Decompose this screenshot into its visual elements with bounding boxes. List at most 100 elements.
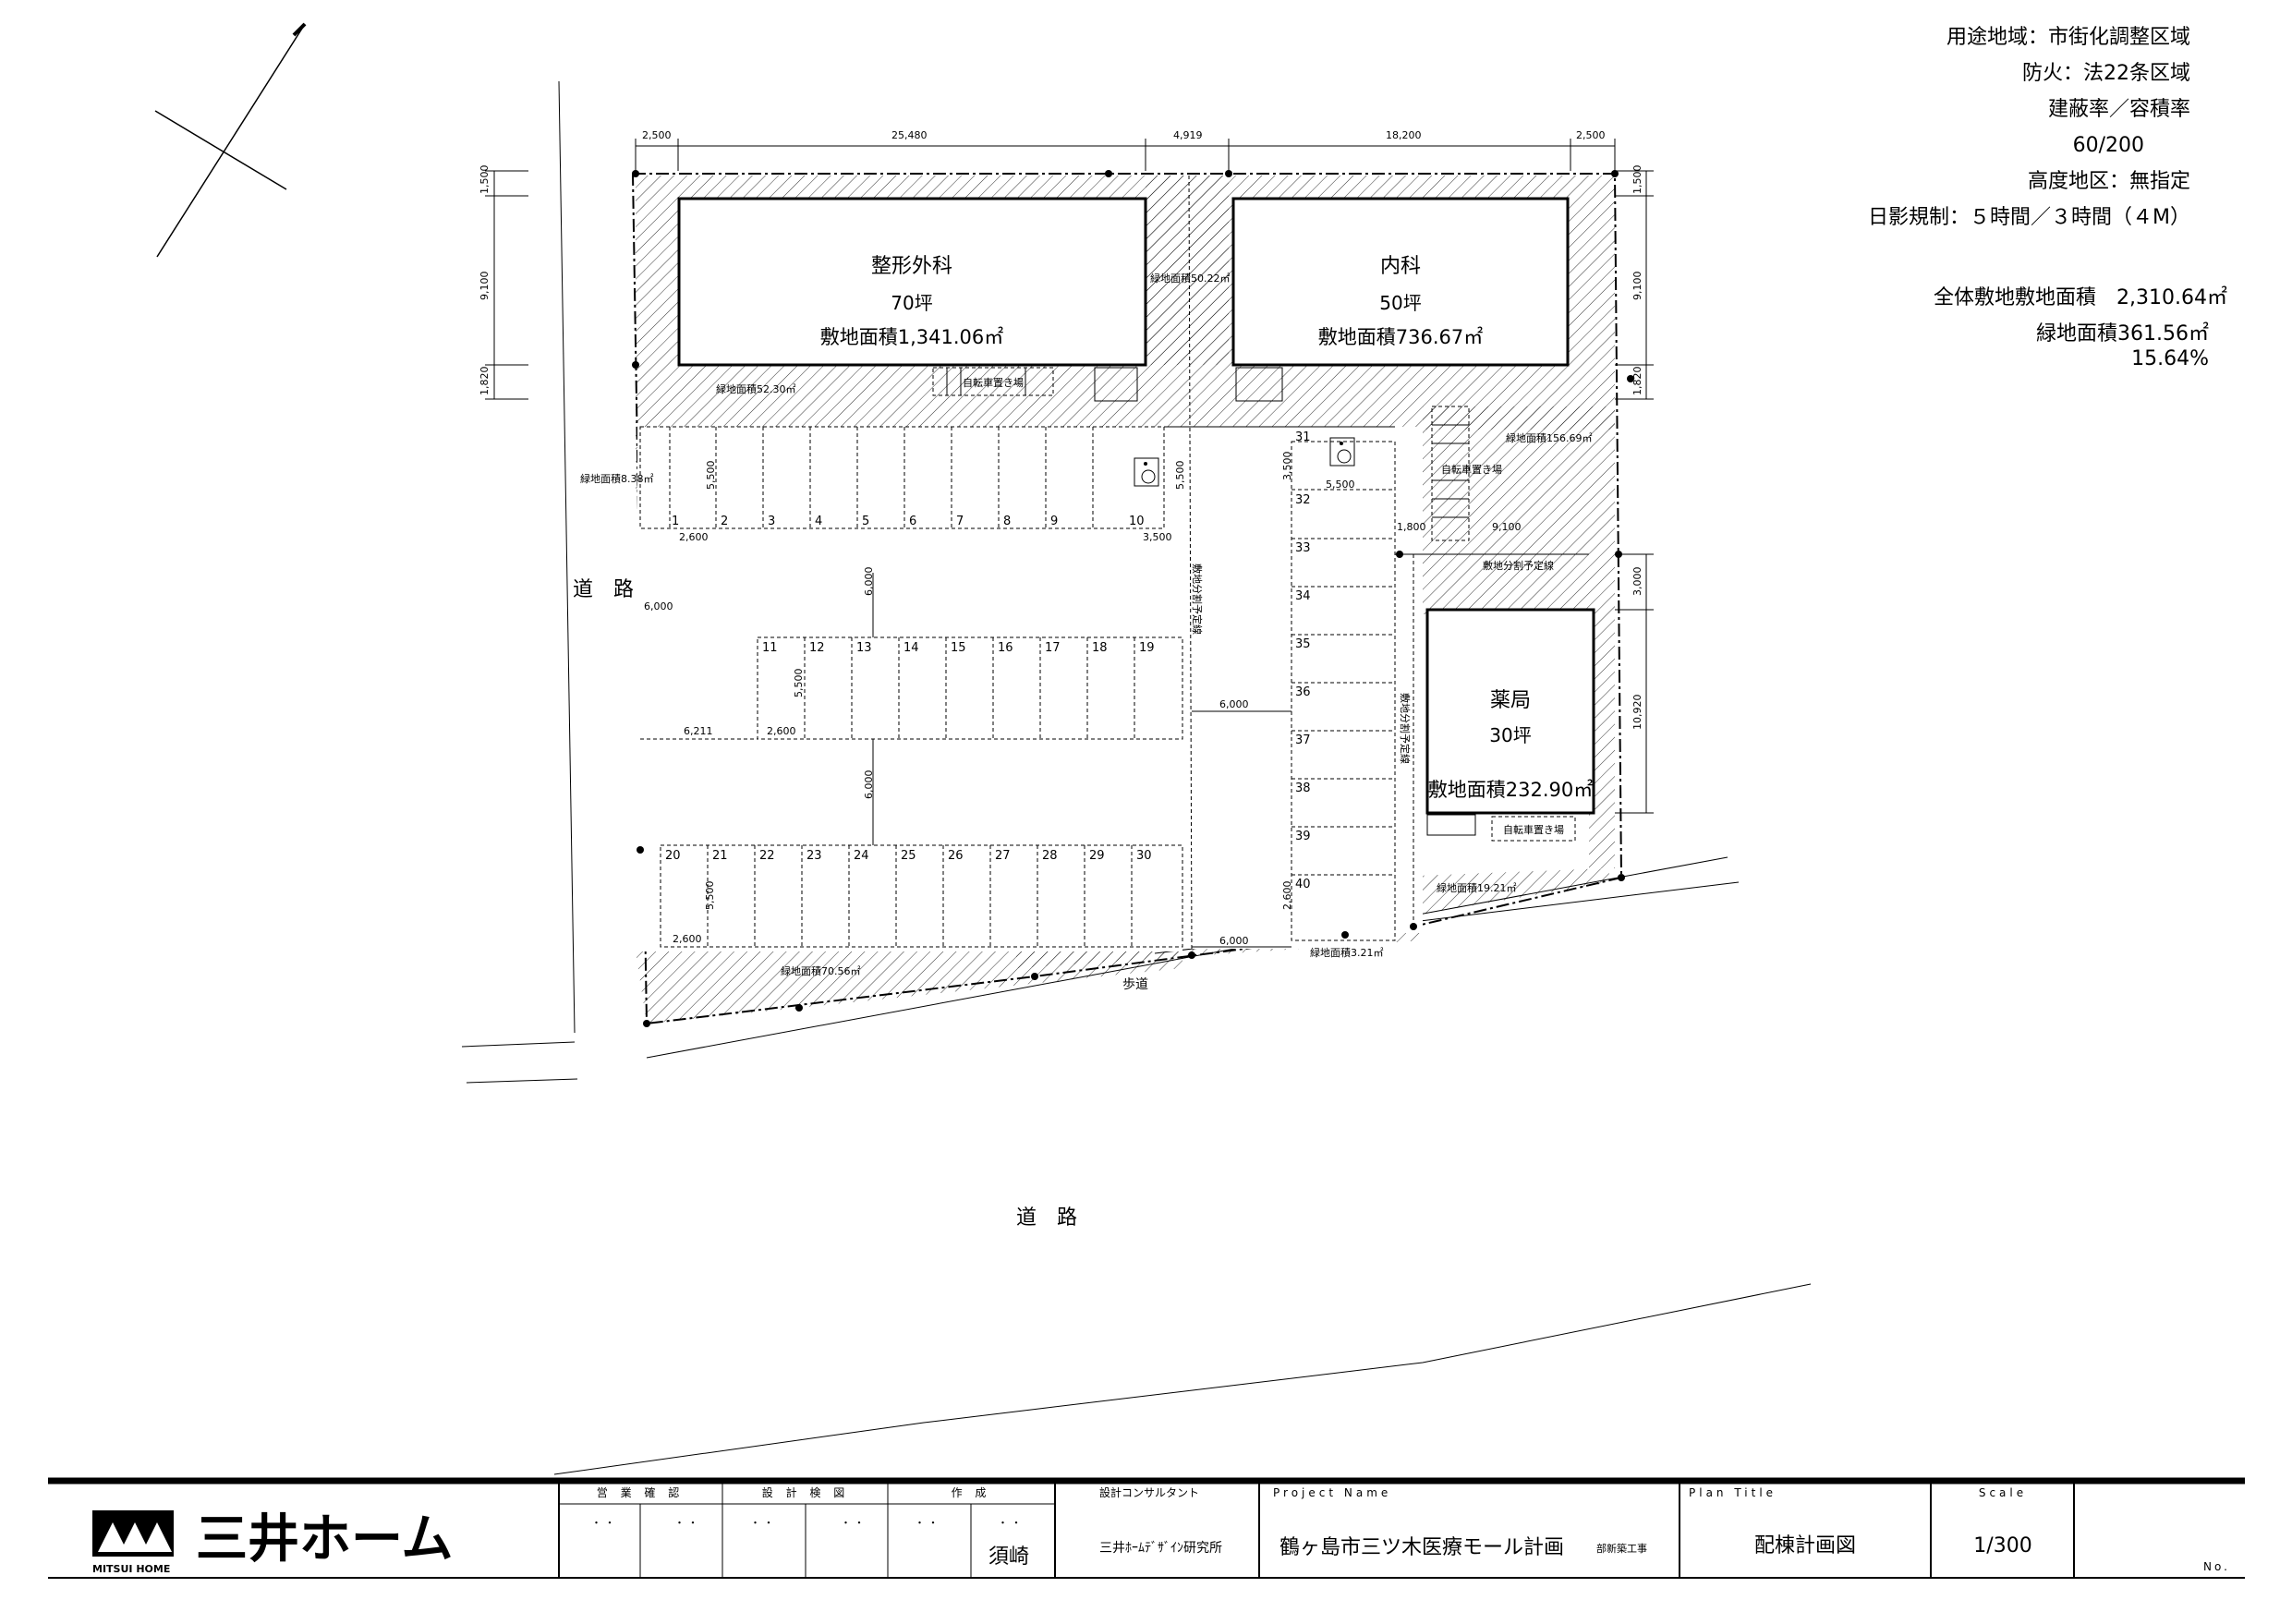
parking-no-3: 3 — [768, 515, 775, 528]
parking-no-5: 5 — [862, 515, 869, 528]
title-block — [48, 1477, 2245, 1579]
plot-line-label-2: 敷地分割予定線 — [1483, 559, 1554, 572]
dim-inner-19: 6,000 — [644, 600, 673, 612]
regulation-info: 用途地域：市街化調整区域 防火：法22条区域 建蔽率／容積率 60/200 高度… — [1710, 26, 2227, 385]
consult-label: 設計コンサルタント — [1099, 1485, 1199, 1499]
green-label-2: 緑地面積50.22㎡ — [1150, 272, 1231, 285]
parking-no-27: 27 — [995, 849, 1011, 863]
dim-inner-3: 2,600 — [679, 531, 709, 543]
dim-inner-9: 2,600 — [767, 725, 796, 737]
stamp-dot: ・ ・ — [915, 1517, 939, 1529]
dim-inner-6: 6,000 — [863, 770, 875, 800]
parking-no-32: 32 — [1295, 493, 1311, 507]
parking-no-36: 36 — [1295, 685, 1311, 699]
green-area: 緑地面積361.56㎡ — [2036, 322, 2209, 345]
dim-left-1: 1,500 — [479, 165, 491, 195]
dim-inner-10: 6,000 — [1219, 698, 1249, 710]
project-sub: 部新築工事 — [1596, 1542, 1647, 1555]
dim-left-3: 1,820 — [479, 367, 491, 396]
dim-inner-4: 3,500 — [1143, 531, 1172, 543]
plot-division-line-1 — [1188, 175, 1193, 952]
parking-no-24: 24 — [854, 849, 869, 863]
dim-right-3: 1,820 — [1631, 367, 1643, 396]
parking-no-17: 17 — [1045, 641, 1061, 655]
stamp-dot: ・ ・ — [750, 1517, 774, 1529]
coverage-value: 60/200 — [2072, 134, 2144, 157]
author-name: 須崎 — [988, 1545, 1029, 1569]
stamp-dot: ・ ・ — [674, 1517, 698, 1529]
parking-no-34: 34 — [1295, 589, 1311, 603]
building-naika — [1231, 197, 1570, 367]
south-road-label: 道 路 — [1016, 1206, 1077, 1230]
parking-no-9: 9 — [1050, 515, 1058, 528]
dim-inner-13: 6,000 — [1219, 935, 1249, 947]
parking-no-16: 16 — [998, 641, 1013, 655]
dim-top-4: 18,200 — [1386, 129, 1422, 141]
green-label-4: 緑地面積8.38㎡ — [580, 472, 654, 485]
naika-size: 50坪 — [1379, 292, 1421, 314]
parking-no-12: 12 — [809, 641, 825, 655]
stamp-dot: ・ ・ — [841, 1517, 865, 1529]
parking-no-19: 19 — [1139, 641, 1155, 655]
dim-right-2: 9,100 — [1631, 272, 1643, 301]
header-sekkei: 設 計 検 図 — [762, 1485, 849, 1499]
parking-no-1: 1 — [672, 515, 679, 528]
parking-no-10: 10 — [1129, 515, 1145, 528]
parking-no-37: 37 — [1295, 733, 1311, 747]
dim-inner-16: 1,800 — [1397, 521, 1426, 533]
header-sakusei: 作 成 — [952, 1486, 991, 1499]
dim-top-1: 2,500 — [642, 129, 672, 141]
naika-area: 敷地面積736.67㎡ — [1318, 326, 1483, 348]
total-site-area: 全体敷地敷地面積 2,310.64㎡ — [1934, 286, 2227, 309]
seikei-size: 70坪 — [891, 292, 932, 314]
green-label-7: 緑地面積19.21㎡ — [1437, 881, 1517, 894]
parking-no-22: 22 — [759, 849, 775, 863]
plan-label: Plan Title — [1689, 1486, 1777, 1499]
yakkyoku-area: 敷地面積232.90㎡ — [1428, 779, 1593, 801]
parking-no-30: 30 — [1136, 849, 1152, 863]
drawing-no-label: No. — [2203, 1560, 2230, 1573]
west-road-label: 道 路 — [573, 578, 634, 601]
dim-top-5: 2,500 — [1576, 129, 1606, 141]
parking-no-21: 21 — [712, 849, 728, 863]
parking-no-18: 18 — [1092, 641, 1108, 655]
parking-no-40: 40 — [1295, 878, 1311, 891]
plot-line-label-1: 敷地分割予定線 — [1191, 564, 1204, 635]
header-eigyou: 営 業 確 認 — [597, 1485, 684, 1499]
parking-no-2: 2 — [721, 515, 728, 528]
dim-right-1: 1,500 — [1631, 165, 1643, 195]
seikei-name: 整形外科 — [871, 255, 952, 278]
height-zone: 高度地区：無指定 — [2027, 170, 2190, 193]
parking-no-14: 14 — [903, 641, 919, 655]
project-label: Project Name — [1273, 1486, 1391, 1499]
parking-no-11: 11 — [762, 641, 778, 655]
plot-line-label-3: 敷地分割予定線 — [1399, 693, 1412, 764]
dim-inner-12: 2,600 — [673, 933, 702, 945]
parking-no-13: 13 — [856, 641, 872, 655]
parking-no-39: 39 — [1295, 830, 1311, 843]
bike-label-2: 自転車置き場 — [1441, 463, 1502, 476]
building-seikei — [677, 197, 1147, 367]
dim-inner-18: 2,600 — [1281, 881, 1293, 911]
fire-zone: 防火：法22条区域 — [2022, 62, 2190, 85]
boundary-vertex-dots — [632, 170, 1634, 1027]
bike-label-1: 自転車置き場 — [963, 376, 1024, 389]
coverage-label: 建蔽率／容積率 — [2047, 98, 2190, 121]
parking-no-15: 15 — [951, 641, 966, 655]
yakkyoku-size: 30坪 — [1489, 724, 1531, 746]
parking-no-8: 8 — [1003, 515, 1011, 528]
bike-parking-2 — [1431, 406, 1470, 541]
green-label-5: 緑地面積70.56㎡ — [781, 964, 861, 977]
use-zone: 用途地域：市街化調整区域 — [1946, 26, 2190, 49]
building-yakkyoku — [1425, 608, 1595, 815]
parking-no-20: 20 — [665, 849, 681, 863]
logo-text: 三井ホーム — [196, 1509, 453, 1569]
green-label-3: 緑地面積156.69㎡ — [1506, 431, 1593, 444]
parking-no-25: 25 — [901, 849, 916, 863]
yakkyoku-name: 薬局 — [1490, 689, 1531, 712]
dim-inner-8: 6,211 — [684, 725, 713, 737]
parking-no-29: 29 — [1089, 849, 1105, 863]
plan-title: 配棟計画図 — [1754, 1534, 1856, 1557]
dim-top-2: 25,480 — [891, 129, 928, 141]
